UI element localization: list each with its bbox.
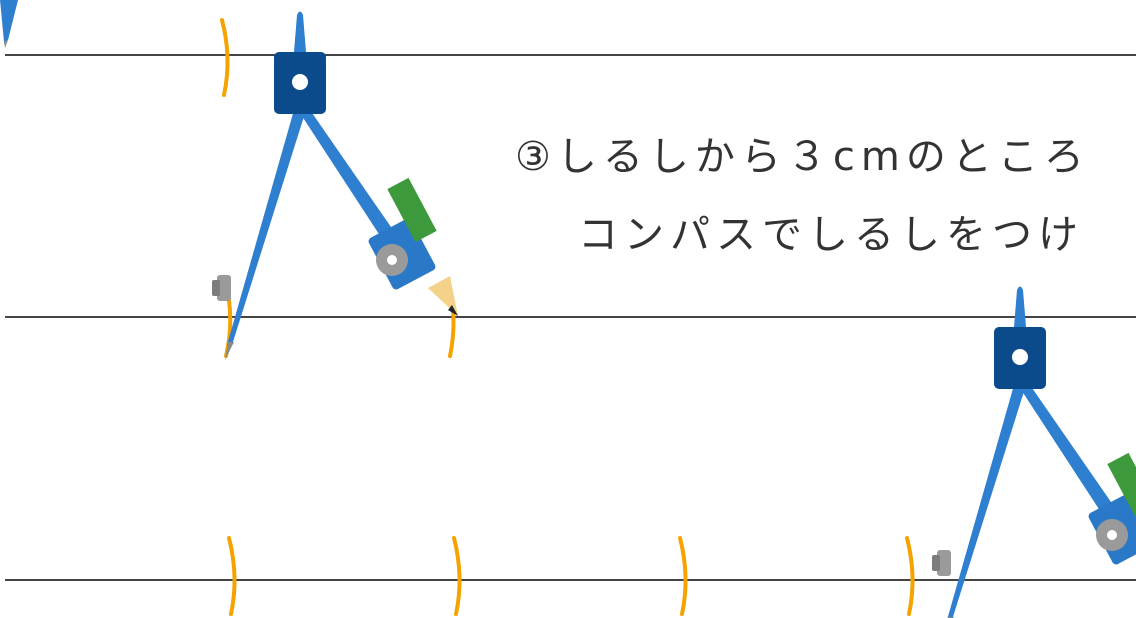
compass-mark bbox=[452, 536, 462, 616]
instruction-line-2: コンパスでしるしをつけ bbox=[578, 212, 1084, 258]
compass-mark bbox=[227, 536, 237, 616]
compass-icon bbox=[0, 0, 18, 48]
compass-mark bbox=[905, 536, 915, 616]
compass-mark bbox=[220, 18, 230, 97]
compass-icon bbox=[212, 11, 458, 360]
compass-icon bbox=[932, 286, 1136, 618]
compass-mark bbox=[678, 536, 688, 616]
instruction-line-1: ③しるしから３cmのところ bbox=[515, 134, 1090, 180]
